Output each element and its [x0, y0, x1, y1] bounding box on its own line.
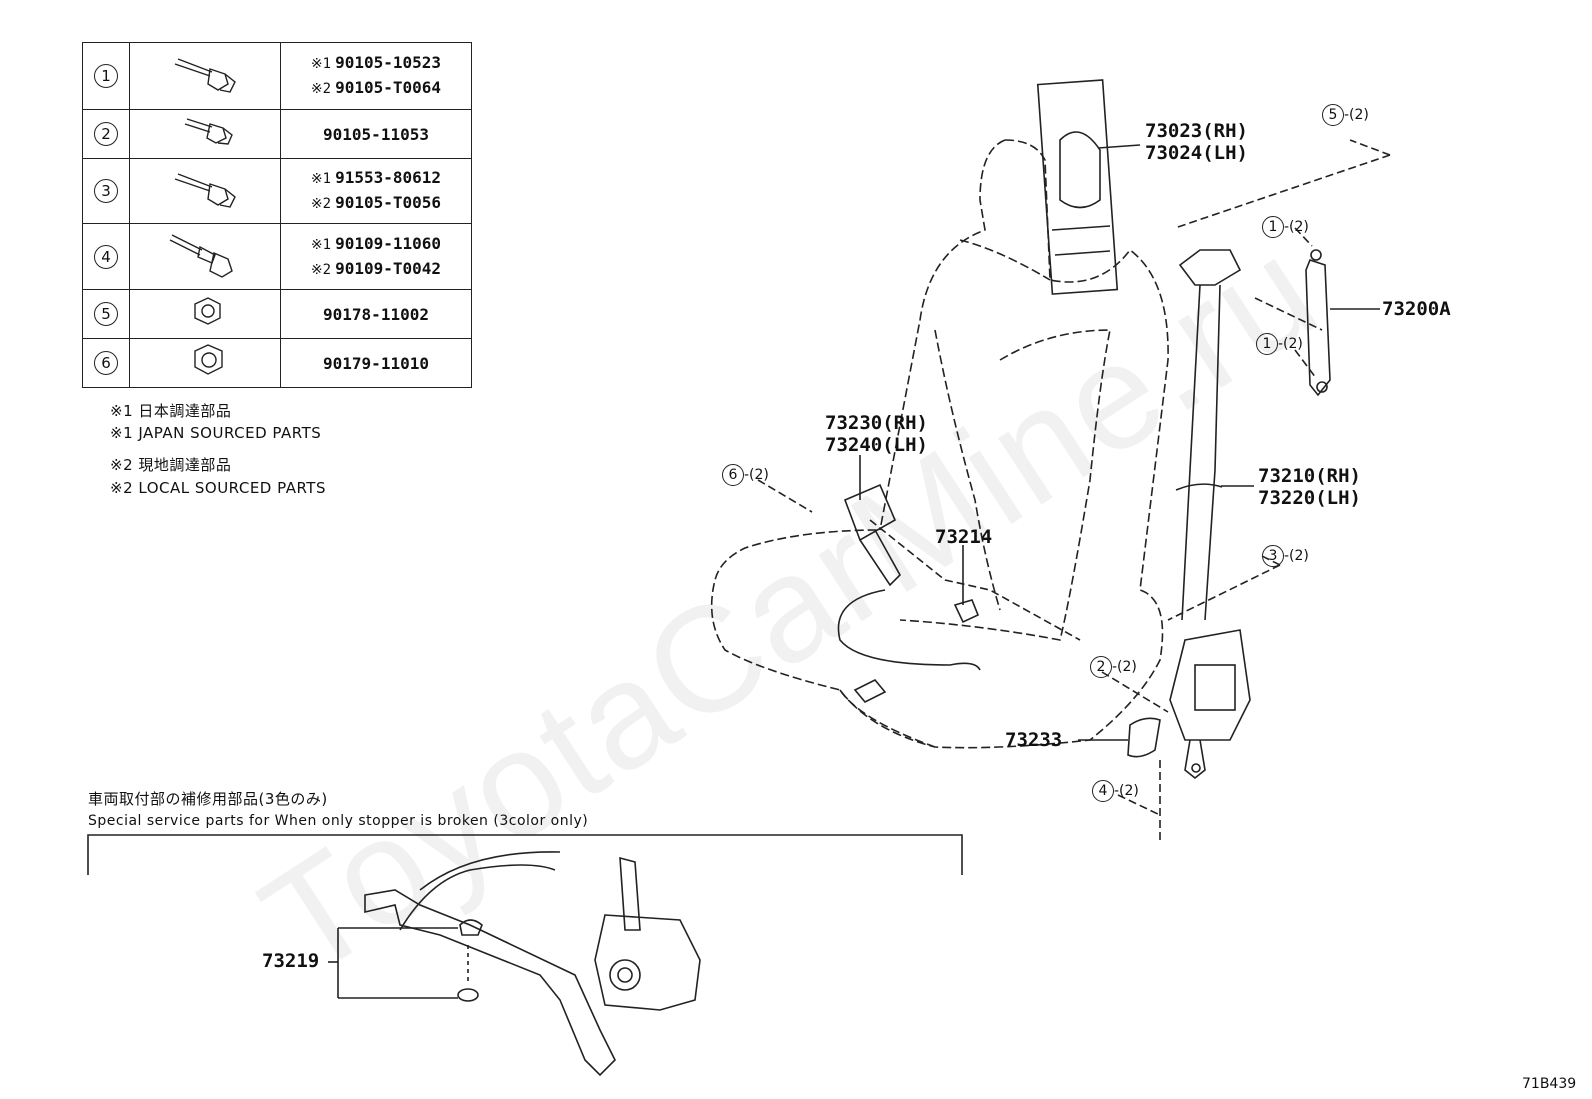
part-number: 90109-11060	[335, 233, 442, 253]
small-parts	[953, 599, 1161, 758]
callout-number: 1	[1256, 333, 1278, 355]
label-73219: 73219	[262, 950, 320, 972]
part-number: 90105-T0056	[335, 193, 442, 212]
note-local-jp: ※2 現地調達部品	[110, 456, 232, 474]
service-title-jp: 車両取付部の補修用部品(3色のみ)	[88, 790, 328, 808]
label-73200a: 73200A	[1382, 298, 1451, 320]
callout-4: 4-(2)	[1092, 780, 1139, 802]
part-number: 90179-11010	[323, 353, 429, 373]
source-mark: ※2	[310, 261, 332, 278]
callout-qty: -(2)	[1114, 783, 1139, 799]
anchor-plate	[1305, 249, 1331, 397]
note-japan-en: ※1 JAPAN SOURCED PARTS	[110, 424, 322, 442]
callout-qty: -(2)	[1112, 659, 1137, 675]
buckle	[837, 483, 981, 703]
label-73230: 73230(RH)	[825, 412, 928, 434]
callout-5: 5-(2)	[1322, 104, 1369, 126]
service-title-en: Special service parts for When only stop…	[88, 813, 589, 829]
bolt-icon	[184, 118, 233, 145]
table-row: 5 90178-11002	[82, 289, 472, 339]
row-number: 6	[94, 351, 118, 375]
source-mark: ※1	[310, 236, 332, 253]
nut-icon	[194, 297, 221, 325]
belt-webbing	[1175, 249, 1242, 621]
callout-number: 5	[1322, 104, 1344, 126]
solid-leaders	[859, 144, 1380, 741]
callout-1-top: 1-(2)	[1262, 216, 1309, 238]
belt-guide-part	[1036, 79, 1119, 295]
source-mark: ※2	[310, 196, 332, 212]
note-japan-jp: ※1 日本調達部品	[110, 402, 232, 420]
part-number: 90178-11002	[323, 304, 429, 324]
table-row: 2 90105-11053	[82, 109, 472, 159]
label-73220: 73220(LH)	[1258, 487, 1361, 509]
row-number: 1	[94, 64, 118, 88]
service-box	[87, 834, 963, 875]
label-73233: 73233	[1005, 729, 1063, 751]
shoulder-bolt-icon	[169, 233, 233, 278]
bolt-icon	[174, 58, 236, 93]
callout-number: 6	[722, 464, 744, 486]
table-row: 6 90179-11010	[82, 338, 472, 388]
callout-1-bottom: 1-(2)	[1256, 333, 1303, 355]
callout-6: 6-(2)	[722, 464, 769, 486]
label-73210: 73210(RH)	[1258, 465, 1361, 487]
label-73023: 73023(RH)	[1145, 120, 1248, 142]
callout-qty: -(2)	[744, 467, 769, 483]
retractor	[1169, 629, 1251, 780]
part-number: 90105-11053	[323, 124, 429, 144]
label-73024: 73024(LH)	[1145, 142, 1248, 164]
note-local-en: ※2 LOCAL SOURCED PARTS	[110, 479, 326, 497]
label-73240: 73240(LH)	[825, 434, 928, 456]
row-number: 5	[94, 302, 118, 326]
service-parts-drawing	[364, 851, 701, 1077]
callout-number: 3	[1262, 545, 1284, 567]
part-number: 90105-10523	[335, 53, 442, 72]
row-number: 2	[94, 122, 118, 146]
row-number: 4	[94, 244, 118, 269]
callout-qty: -(2)	[1278, 336, 1303, 352]
service-leaders	[328, 927, 458, 999]
source-mark: ※2	[310, 81, 332, 97]
part-number: 91553-80612	[335, 168, 442, 187]
dashed-leaders	[757, 139, 1391, 840]
callout-number: 2	[1090, 656, 1112, 678]
callout-3: 3-(2)	[1262, 545, 1309, 567]
part-number: 90105-T0064	[335, 78, 442, 97]
label-73214: 73214	[935, 526, 993, 548]
nut-icon	[194, 344, 223, 375]
callout-qty: -(2)	[1284, 548, 1309, 564]
callout-qty: -(2)	[1284, 219, 1309, 235]
part-number: 90109-T0042	[335, 258, 442, 278]
source-mark: ※1	[310, 56, 332, 72]
row-number: 3	[94, 179, 118, 203]
callout-number: 1	[1262, 216, 1284, 238]
bolt-icon	[174, 173, 236, 208]
callout-number: 4	[1092, 780, 1114, 802]
figure-id: 71B439	[1522, 1076, 1577, 1092]
callout-2: 2-(2)	[1090, 656, 1137, 678]
source-mark: ※1	[310, 171, 332, 187]
seat-outline	[710, 139, 1169, 749]
callout-qty: -(2)	[1344, 107, 1369, 123]
